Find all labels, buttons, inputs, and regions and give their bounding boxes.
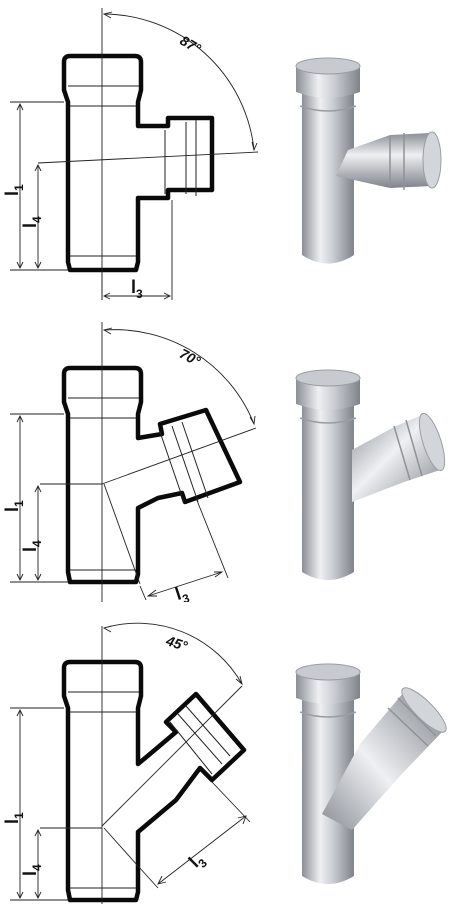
fitting-45-l4-sub: 4	[30, 864, 44, 871]
fitting-70-panel: 70° l1 l4 l3	[0, 302, 456, 602]
fitting-45-photo	[295, 663, 447, 884]
fitting-45-dim-l3	[137, 781, 251, 889]
svg-text:l3: l3	[173, 581, 192, 602]
fitting-70-l1-sub: 1	[12, 500, 26, 507]
fitting-70-l3-sub: 3	[181, 591, 192, 602]
fitting-45-l4-label: l	[20, 871, 40, 876]
fitting-70-dim-l3	[139, 497, 229, 601]
fitting-87-dim-l3	[101, 200, 173, 300]
fitting-70-branch-foot	[103, 483, 141, 585]
svg-text:l1: l1	[2, 184, 26, 196]
svg-text:l1: l1	[2, 812, 26, 824]
svg-text:l3: l3	[131, 277, 143, 300]
fitting-45-branch-axis	[101, 685, 243, 827]
fitting-45-angle-arc	[102, 622, 243, 686]
svg-text:l1: l1	[2, 500, 26, 512]
fitting-87-dim-l1	[10, 101, 68, 271]
fitting-87-branch-axis	[37, 151, 259, 164]
fitting-45-dim-l4	[34, 827, 102, 900]
fitting-87-outline	[61, 53, 215, 273]
svg-text:70°: 70°	[177, 345, 204, 369]
svg-text:l3: l3	[185, 849, 210, 874]
fitting-87-panel: 87° l1 l4 l3	[0, 0, 456, 300]
fitting-70-l3-label: l	[173, 584, 184, 602]
svg-text:l4: l4	[20, 864, 44, 876]
fitting-70-outline	[61, 365, 243, 585]
fitting-87-dim-l4	[34, 163, 42, 270]
fitting-87-l4-sub: 4	[30, 216, 44, 223]
fitting-70-l4-label: l	[20, 547, 40, 552]
fitting-45-dim-l1	[10, 707, 68, 901]
fitting-87-l1-sub: 1	[12, 184, 26, 191]
fitting-87-photo	[295, 57, 442, 264]
fitting-70-dim-l1	[10, 413, 68, 583]
svg-text:l4: l4	[20, 540, 44, 552]
svg-text:45°: 45°	[163, 632, 189, 654]
fitting-45-l1-sub: 1	[12, 812, 26, 819]
svg-text:l4: l4	[20, 216, 44, 228]
fitting-87-l3-label: l	[131, 277, 136, 297]
fitting-45-angle-label: 45°	[163, 632, 189, 654]
fitting-87-l4-label: l	[20, 223, 40, 228]
fitting-45-branch-foot	[103, 827, 139, 867]
fitting-45-drawing: 45° l1 l4 l3	[2, 622, 447, 904]
fitting-70-drawing: 70° l1 l4 l3	[2, 322, 446, 602]
fitting-70-photo	[295, 369, 446, 580]
fitting-87-l1-label: l	[2, 191, 22, 196]
fitting-70-l4-sub: 4	[30, 540, 44, 547]
fitting-87-angle-arc	[102, 11, 258, 152]
fitting-45-l1-label: l	[2, 819, 22, 824]
fitting-70-angle-arc	[102, 327, 256, 426]
fitting-45-panel: 45° l1 l4 l3	[0, 604, 456, 904]
fitting-87-l3-sub: 3	[136, 287, 143, 300]
fitting-87-drawing: 87° l1 l4 l3	[2, 8, 442, 300]
fitting-70-branch-axis	[101, 427, 257, 485]
fitting-70-angle-label: 70°	[177, 345, 204, 369]
fitting-45-outline	[61, 659, 247, 903]
fitting-70-dim-l4	[34, 483, 102, 582]
fitting-70-l1-label: l	[2, 507, 22, 512]
